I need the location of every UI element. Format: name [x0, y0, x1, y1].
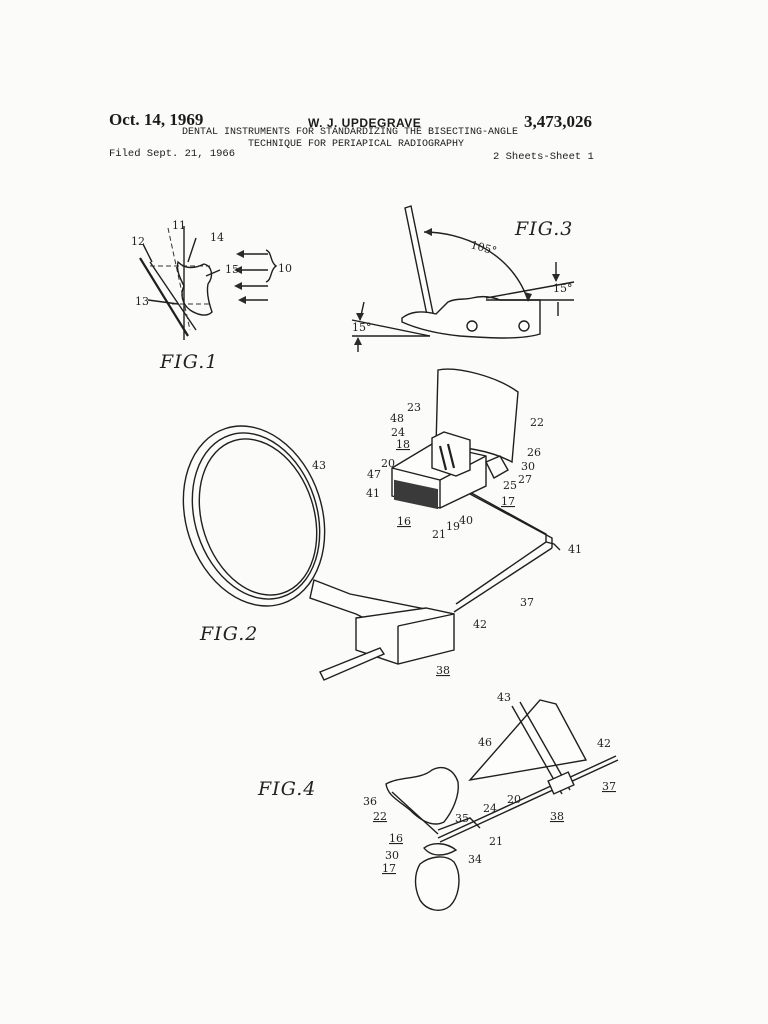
fig3-label-15-deg-upper: 15° [553, 282, 573, 295]
fig1-label-14: 14 [210, 231, 224, 244]
fig2-label-16: 16 [397, 515, 411, 528]
fig4-label-20: 20 [507, 793, 521, 806]
fig4-label-22: 22 [373, 810, 387, 823]
figure-2: 23 48 24 18 20 47 41 16 21 19 40 22 26 3… [182, 368, 582, 681]
fig3-film-holder-plate [404, 205, 435, 321]
fig1-label-13: 13 [135, 295, 149, 308]
fig1-tooth-outline [176, 260, 213, 316]
fig4-label-38: 38 [550, 810, 564, 823]
fig3-label-15-deg-lower: 15° [352, 321, 372, 334]
fig2-bar-end [319, 647, 386, 681]
fig4-indicator-rod [437, 755, 617, 839]
fig1-caption: FIG.1 [159, 351, 218, 373]
fig4-upper-tooth [385, 766, 459, 825]
fig4-label-24: 24 [483, 802, 497, 815]
fig4-label-36: 36 [363, 795, 377, 808]
fig4-label-34: 34 [468, 853, 482, 866]
figure-3: 105° 15° 15° FIG.3 [351, 205, 575, 352]
fig2-label-40: 40 [459, 514, 473, 527]
fig2-label-41-left: 41 [366, 487, 380, 500]
fig4-aiming-ring-side [468, 699, 588, 782]
fig1-label-12: 12 [131, 235, 145, 248]
fig3-label-105-deg: 105° [469, 238, 498, 257]
patent-date: Oct. 14, 1969 [109, 110, 204, 129]
fig3-bite-block [401, 295, 541, 339]
figure-1: 11 12 14 15 10 13 FIG.1 [131, 219, 292, 373]
fig4-label-43: 43 [497, 691, 511, 704]
fig4-label-42: 42 [597, 737, 611, 750]
fig3-105-degree-arc [423, 231, 529, 301]
fig2-label-21: 21 [432, 528, 446, 541]
fig4-label-30: 30 [385, 849, 399, 862]
fig2-aiming-ring-inner [191, 432, 321, 600]
filed-date: Filed Sept. 21, 1966 [109, 148, 236, 160]
fig4-locking-block [547, 771, 575, 795]
fig2-label-37: 37 [520, 596, 534, 609]
patent-title-line-2: TECHNIQUE FOR PERIAPICAL RADIOGRAPHY [248, 139, 465, 150]
patent-title-line-1: DENTAL INSTRUMENTS FOR STANDARDIZING THE… [182, 127, 519, 138]
fig4-label-21: 21 [489, 835, 503, 848]
fig2-label-42: 42 [473, 618, 487, 631]
fig2-label-41-right: 41 [568, 543, 582, 556]
fig2-label-27: 27 [518, 473, 532, 486]
fig2-label-18: 18 [396, 438, 410, 451]
fig1-label-11: 11 [172, 219, 186, 232]
fig4-label-17: 17 [382, 862, 396, 875]
fig2-label-24: 24 [391, 426, 405, 439]
patent-number: 3,473,026 [524, 112, 592, 131]
fig2-label-25: 25 [503, 479, 517, 492]
fig2-indicator-rod [453, 547, 553, 613]
figure-4: 43 46 42 37 38 36 22 24 20 35 21 16 30 1… [257, 691, 619, 911]
fig2-aiming-ring-outer [182, 425, 326, 607]
fig4-label-46: 46 [478, 736, 492, 749]
fig4-lower-tooth [414, 856, 460, 911]
fig2-label-20: 20 [381, 457, 395, 470]
fig1-film-line [139, 257, 189, 337]
inventor-name: W. J. UPDEGRAVE [308, 116, 422, 130]
fig1-label-10: 10 [278, 262, 292, 275]
fig2-label-43: 43 [312, 459, 326, 472]
fig2-caption: FIG.2 [199, 623, 258, 645]
fig2-label-19: 19 [446, 520, 460, 533]
fig4-label-35: 35 [455, 812, 469, 825]
fig1-bisector-line [167, 227, 191, 331]
fig2-label-26: 26 [527, 446, 541, 459]
fig2-label-48: 48 [390, 412, 404, 425]
fig2-label-47: 47 [367, 468, 381, 481]
fig1-film-edge [149, 261, 197, 331]
fig2-label-23: 23 [407, 401, 421, 414]
fig2-label-30: 30 [521, 460, 535, 473]
fig4-label-37: 37 [602, 780, 616, 793]
fig1-label-15: 15 [225, 263, 239, 276]
fig2-label-22: 22 [530, 416, 544, 429]
fig3-caption: FIG.3 [514, 218, 573, 240]
fig2-label-38: 38 [436, 664, 450, 677]
fig2-label-17: 17 [501, 495, 515, 508]
fig4-label-16: 16 [389, 832, 403, 845]
fig4-caption: FIG.4 [257, 778, 316, 800]
sheet-count: 2 Sheets-Sheet 1 [493, 151, 594, 163]
